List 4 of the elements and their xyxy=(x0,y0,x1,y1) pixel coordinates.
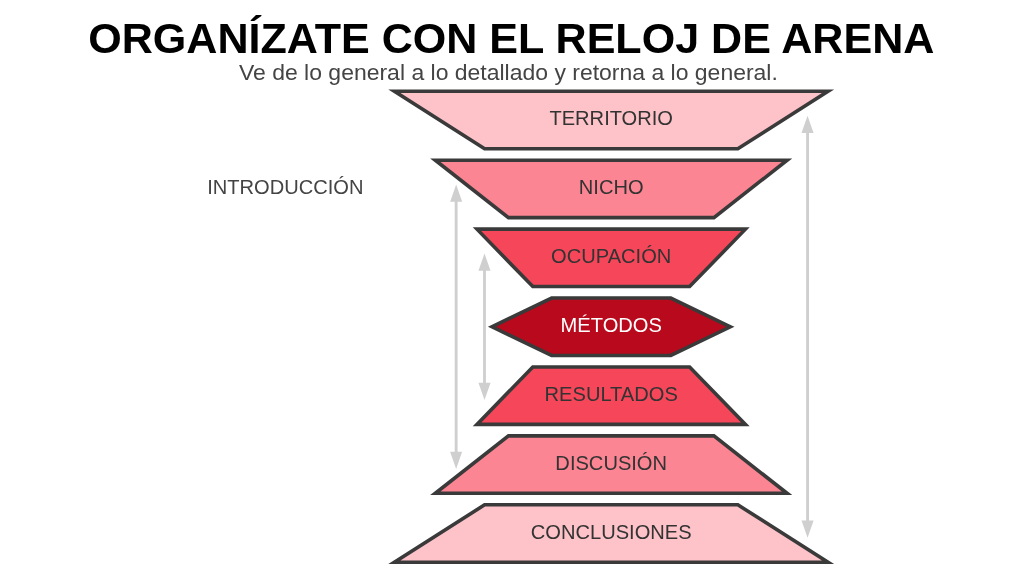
arrow xyxy=(477,253,491,401)
arrow xyxy=(449,184,462,469)
arrow xyxy=(801,115,814,538)
label: INTRODUCCIÓN xyxy=(206,176,363,199)
